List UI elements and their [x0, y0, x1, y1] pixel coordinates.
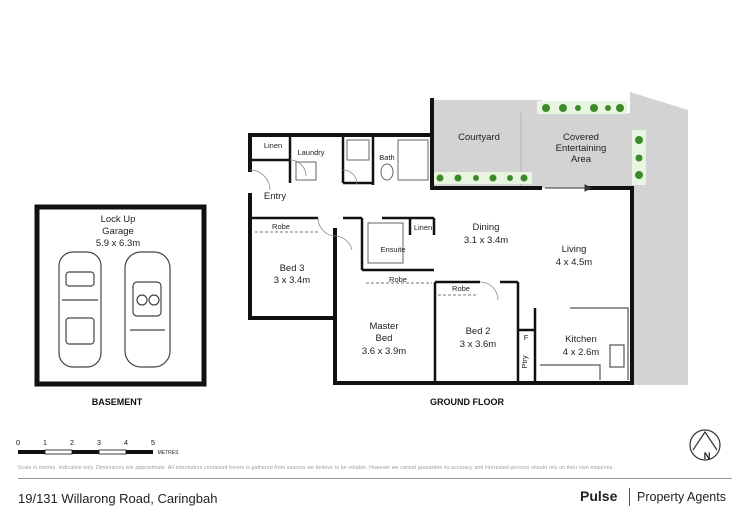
garage-walls: [34, 204, 207, 387]
planter-top: [537, 101, 627, 114]
garage-label-1: Lock Up: [101, 214, 136, 225]
sliding-door-arrows: [545, 184, 593, 192]
ensuite-label: Ensuite: [380, 245, 405, 254]
garage-label-2: Garage: [102, 226, 134, 237]
master-label-1: Master: [369, 321, 398, 332]
bed2-label: Bed 2: [466, 326, 491, 337]
linen-label-1: Linen: [264, 141, 282, 150]
compass-label: N: [704, 451, 711, 462]
scale-tick-3: 3: [97, 438, 101, 447]
scale-tick-1: 1: [43, 438, 47, 447]
fridge-label: F: [524, 333, 529, 342]
dining-label: Dining: [473, 222, 500, 233]
ground-floor-label: GROUND FLOOR: [430, 397, 504, 407]
car-left-icon: [58, 251, 102, 368]
scale-tick-4: 4: [124, 438, 128, 447]
kitchen-bench: [540, 307, 629, 380]
scale-tick-0: 0: [16, 438, 20, 447]
kitchen-label: Kitchen: [565, 334, 597, 345]
scale-unit: METRES: [158, 450, 180, 456]
living-dims: 4 x 4.5m: [556, 257, 593, 268]
planter-bottom: [432, 172, 532, 184]
agent-label: Property Agents: [637, 490, 726, 504]
interior-walls: [250, 135, 537, 383]
bed3-robe-label: Robe: [272, 222, 290, 231]
covered-label-3: Area: [571, 154, 592, 165]
car-right-icon: [124, 251, 171, 368]
footer-divider: [18, 478, 732, 479]
bed3-label: Bed 3: [280, 263, 305, 274]
master-label-2: Bed: [376, 333, 393, 344]
door-swings: [249, 159, 499, 301]
scale-tick-5: 5: [151, 438, 155, 447]
bed2-dims: 3 x 3.6m: [460, 339, 497, 350]
courtyard-label: Courtyard: [458, 132, 500, 143]
garage-dims: 5.9 x 6.3m: [96, 238, 140, 249]
bath-label: Bath: [379, 153, 394, 162]
scale-bar: [18, 449, 153, 455]
laundry-label: Laundry: [297, 148, 324, 157]
brand-logo: Pulse: [580, 488, 618, 504]
bed2-robe-label: Robe: [452, 284, 470, 293]
living-label: Living: [562, 244, 587, 255]
bed3-dims: 3 x 3.4m: [274, 275, 311, 286]
property-address: 19/131 Willarong Road, Caringbah: [18, 491, 218, 506]
plants: [436, 104, 643, 182]
dining-dims: 3.1 x 3.4m: [464, 235, 508, 246]
entry-label: Entry: [264, 191, 286, 202]
master-dims: 3.6 x 3.9m: [362, 346, 406, 357]
covered-label-1: Covered: [563, 132, 599, 143]
brand-separator: [629, 488, 630, 506]
courtyard-area: [432, 92, 688, 385]
covered-label-2: Entertaining: [556, 143, 607, 154]
kitchen-dims: 4 x 2.6m: [563, 347, 600, 358]
compass-icon: [689, 429, 721, 461]
pantry-label: Ptry: [520, 355, 529, 369]
basement-label: BASEMENT: [92, 397, 143, 407]
master-robe-label: Robe: [389, 275, 407, 284]
robe-lines: [255, 231, 478, 296]
bath-fixtures: [295, 139, 429, 264]
scale-tick-2: 2: [70, 438, 74, 447]
linen-label-2: Linen: [414, 223, 432, 232]
ground-floor-walls: [248, 98, 634, 385]
disclaimer-text: Scale in metres. Indicative only. Dimens…: [18, 465, 615, 471]
